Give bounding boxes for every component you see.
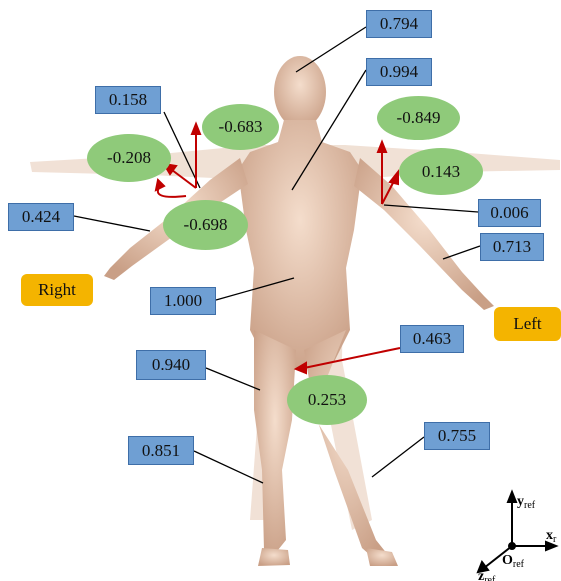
- value-box-chest: 0.994: [366, 58, 432, 86]
- value-box-pelvis: 1.000: [150, 287, 216, 315]
- value-box-right-shin: 0.851: [128, 436, 194, 465]
- angle-oval-right-shoulder-y: -0.683: [202, 104, 279, 150]
- right-leg-shape: [254, 330, 296, 555]
- angle-oval-left-shoulder-x: 0.143: [399, 148, 483, 195]
- angle-oval-right-shoulder-z: -0.698: [163, 200, 248, 250]
- origin-dot: [509, 543, 515, 549]
- left-foot-shape: [366, 548, 398, 566]
- angle-oval-hip: 0.253: [287, 375, 367, 425]
- value-box-right-shoulder: 0.158: [95, 86, 161, 114]
- angle-oval-left-shoulder-y: -0.849: [377, 96, 460, 140]
- value-box-left-hip: 0.463: [400, 325, 464, 353]
- axis-origin-label: Oref: [502, 553, 525, 570]
- value-box-head: 0.794: [366, 10, 432, 38]
- value-box-right-thigh: 0.940: [136, 350, 206, 380]
- value-box-left-forearm: 0.713: [480, 233, 544, 261]
- value-box-right-upper-arm: 0.424: [8, 203, 74, 231]
- value-box-left-shoulder: 0.006: [478, 199, 541, 227]
- angle-oval-right-shoulder-x: -0.208: [87, 134, 171, 182]
- right-foot-shape: [258, 548, 290, 566]
- value-box-left-shin: 0.755: [424, 422, 490, 450]
- axis-x-label: xr: [546, 528, 557, 545]
- head-shape: [274, 56, 326, 128]
- axis-y-label: yref: [517, 494, 536, 511]
- right-side-tag: Right: [21, 274, 93, 306]
- left-side-tag: Left: [494, 307, 561, 341]
